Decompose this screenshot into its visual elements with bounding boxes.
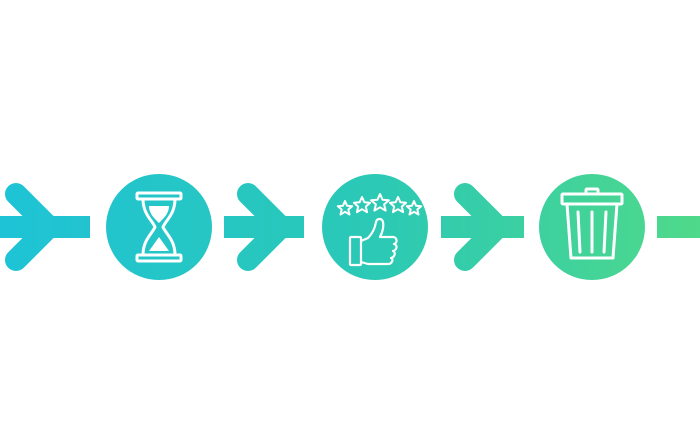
thumbs-up-icon: [348, 217, 398, 267]
arrow-connector-2: [224, 183, 304, 271]
arrow-connector-3: [441, 183, 524, 271]
step-3-trash: [539, 174, 645, 280]
arrow-connector-1: [0, 183, 90, 271]
five-star-rating-icon: [336, 193, 423, 216]
hourglass-icon: [135, 191, 183, 263]
step-2-rating: [322, 174, 428, 280]
trash-bin-icon: [560, 187, 624, 260]
step-1-hourglass: [106, 174, 212, 280]
